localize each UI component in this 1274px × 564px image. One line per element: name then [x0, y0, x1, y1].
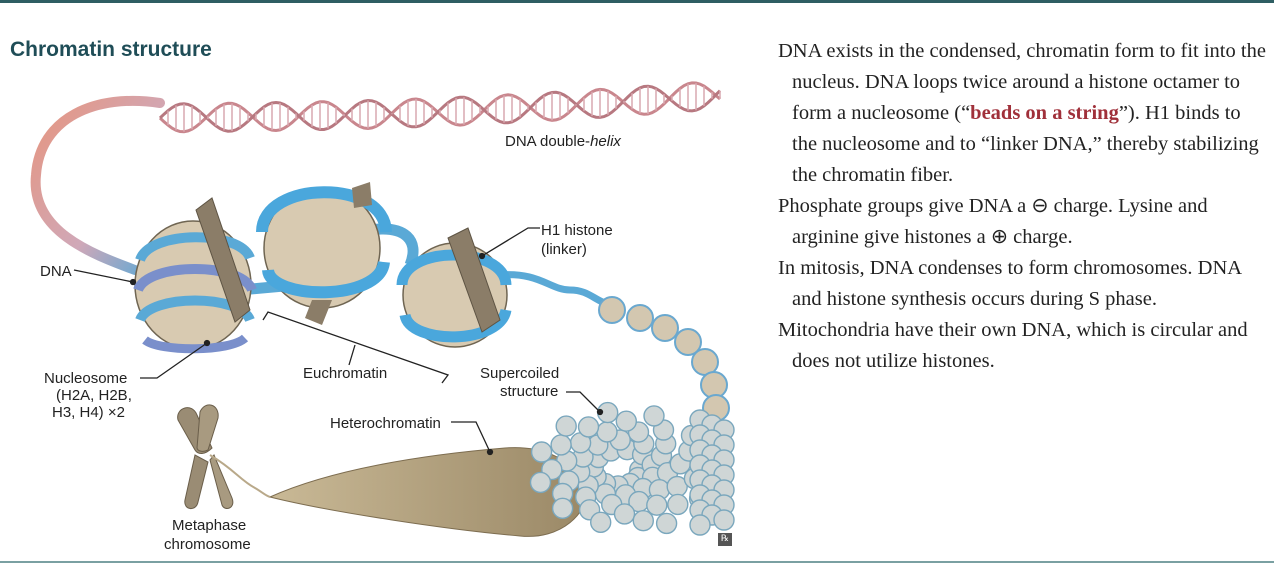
h1-histone-2 — [447, 227, 501, 333]
coil-nucleosome — [632, 510, 654, 532]
bead-nucleosome — [700, 371, 728, 399]
bead-nucleosome — [651, 314, 679, 342]
nucleosome-2 — [256, 182, 392, 325]
paragraph-charges: Phosphate groups give DNA a ⊖ charge. Ly… — [778, 195, 1208, 248]
label-metaphase: Metaphase — [172, 517, 246, 534]
bead-nucleosome — [674, 328, 702, 356]
paragraph-mitosis: In mitosis, DNA condenses to form chromo… — [778, 257, 1241, 310]
label-supercoiled-structure: structure — [500, 383, 558, 400]
label-metaphase-chromosome: chromosome — [164, 536, 251, 553]
metaphase-chromosome — [177, 404, 271, 509]
label-nucleosome: Nucleosome — [44, 370, 127, 387]
paragraph-chromatin-form: DNA exists in the condensed, chromatin f… — [778, 40, 1266, 186]
linker-dna-3 — [499, 271, 613, 309]
coil-nucleosome — [615, 410, 637, 432]
top-rule — [0, 0, 1274, 3]
chromatin-diagram: DNA double-helix H1 histone (linker) DNA… — [30, 81, 735, 553]
beads-on-string — [598, 296, 730, 422]
euchromatin-bracket — [262, 311, 450, 384]
coil-nucleosome — [551, 497, 574, 519]
coil-nucleosome — [590, 511, 612, 533]
label-h1-histone: H1 histone — [541, 222, 613, 239]
coil-nucleosome — [596, 421, 618, 443]
beads-on-string-highlight: beads on a string — [970, 102, 1119, 124]
section-title: Chromatin structure — [10, 38, 212, 61]
paragraph-mitochondria: Mitochondria have their own DNA, which i… — [778, 319, 1248, 372]
coil-nucleosome — [613, 503, 636, 525]
h1-histone-1 — [195, 197, 251, 323]
coil-nucleosome — [655, 512, 678, 535]
label-heterochromatin: Heterochromatin — [330, 415, 441, 432]
coil-nucleosome — [667, 493, 689, 516]
coil-nucleosome — [689, 514, 711, 536]
dna-linker-tail — [30, 95, 165, 275]
label-euchromatin: Euchromatin — [303, 365, 387, 382]
coil-nucleosome — [529, 471, 552, 494]
label-h1-linker: (linker) — [541, 241, 587, 258]
coil-nucleosome — [550, 434, 572, 456]
dna-double-helix — [158, 81, 722, 134]
bead-nucleosome — [626, 304, 654, 332]
coil-nucleosome — [530, 441, 553, 463]
description-column: DNA exists in the condensed, chromatin f… — [778, 36, 1268, 377]
bead-nucleosome — [598, 296, 626, 324]
leader-lines — [73, 227, 604, 456]
label-dna: DNA — [40, 263, 72, 280]
coil-nucleosome — [643, 405, 665, 427]
coil-nucleosome — [713, 509, 735, 531]
coil-nucleosome — [577, 416, 600, 438]
label-supercoiled: Supercoiled — [480, 365, 559, 382]
label-dna-double-helix: DNA double-helix — [505, 133, 621, 150]
rx-logo-icon: ℞ — [718, 533, 732, 546]
label-nucleosome-histones-1: (H2A, H2B, — [56, 387, 132, 404]
bottom-rule — [0, 561, 1274, 563]
coil-nucleosome — [555, 415, 577, 437]
coil-nucleosome — [646, 494, 668, 516]
label-nucleosome-histones-2: H3, H4) ×2 — [52, 404, 125, 421]
supercoiled-coil — [529, 401, 735, 536]
